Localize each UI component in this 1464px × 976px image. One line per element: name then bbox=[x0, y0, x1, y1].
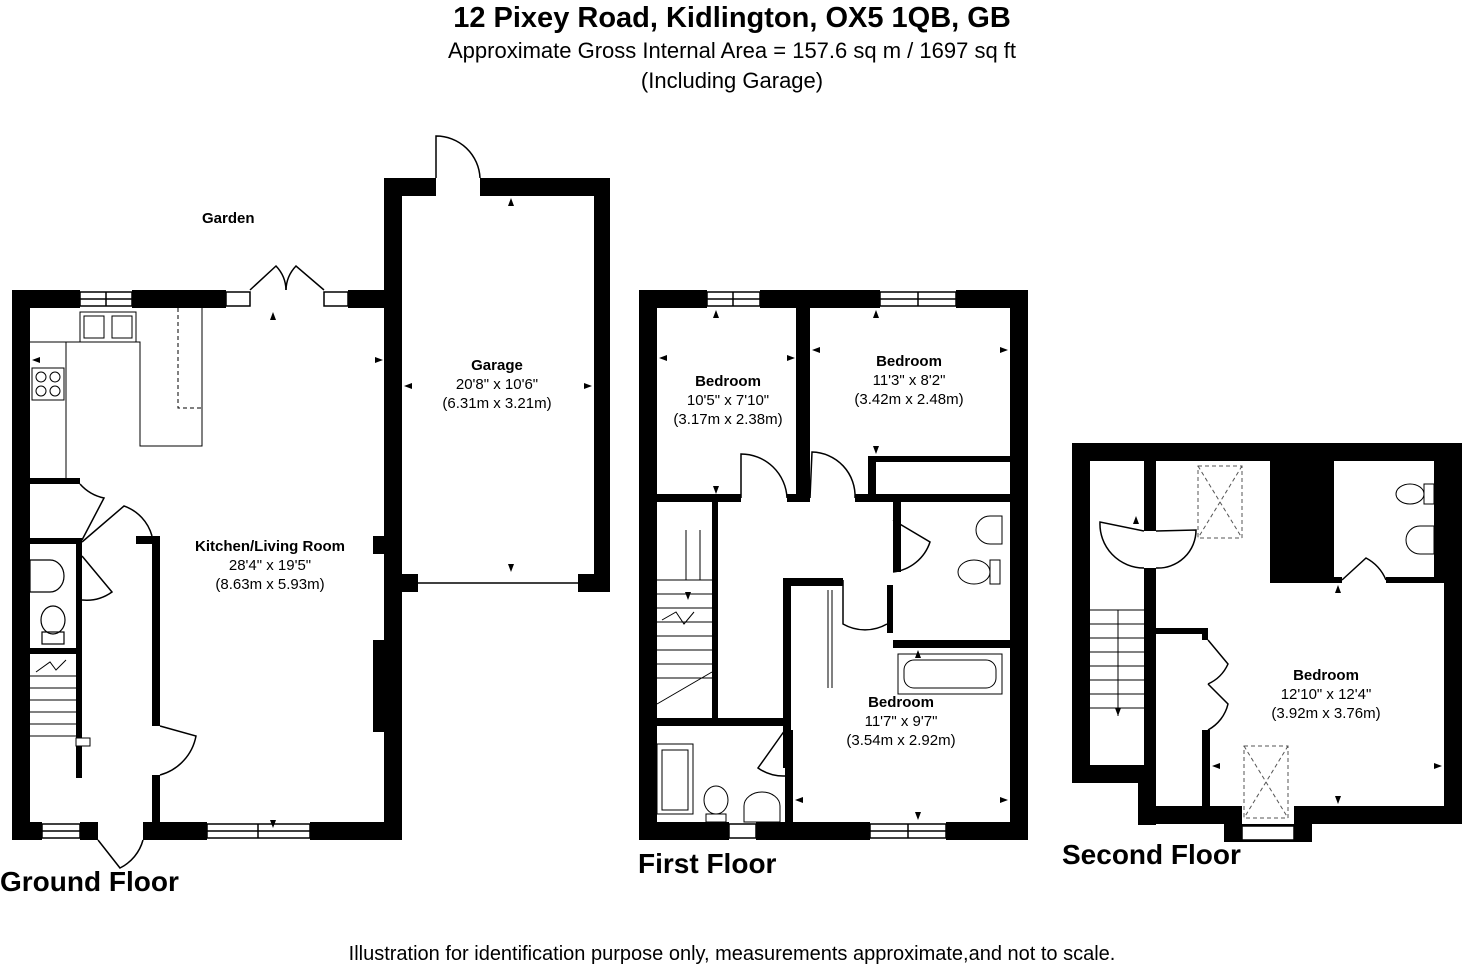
doors bbox=[79, 135, 1387, 869]
area-note: (Including Garage) bbox=[640, 68, 824, 93]
room-name: Garage bbox=[471, 357, 523, 374]
garden-label: Garden bbox=[202, 210, 255, 227]
ground-floor-walls bbox=[12, 290, 402, 840]
ground-floor-label: Ground Floor bbox=[0, 866, 179, 897]
garage-walls bbox=[384, 178, 610, 592]
room-dimensions-metric: (6.31m x 3.21m) bbox=[442, 395, 552, 412]
room-dimensions-imperial: 28'4" x 19'5" bbox=[228, 557, 312, 574]
room-dimensions-imperial: 12'10" x 12'4" bbox=[1280, 686, 1372, 703]
first-floor-label: First Floor bbox=[638, 848, 777, 879]
room-first-bedroom-3: Bedroom 11'7" x 9'7" (3.54m x 2.92m) bbox=[846, 693, 955, 750]
room-dimensions-metric: (3.54m x 2.92m) bbox=[846, 732, 956, 749]
room-dimensions-imperial: 20'8" x 10'6" bbox=[455, 376, 539, 393]
room-second-bedroom: Bedroom 12'10" x 12'4" (3.92m x 3.76m) bbox=[1271, 666, 1380, 723]
disclaimer: Illustration for identification purpose … bbox=[348, 943, 1116, 965]
room-dimensions-metric: (3.92m x 3.76m) bbox=[1271, 705, 1381, 722]
ground-stairs bbox=[30, 659, 91, 747]
plan-title: 12 Pixey Road, Kidlington, OX5 1QB, GB bbox=[453, 2, 1011, 34]
room-first-bedroom-1: Bedroom 10'5" x 7'10" (3.17m x 2.38m) bbox=[673, 372, 782, 429]
windows bbox=[41, 291, 1295, 841]
room-dimensions-imperial: 11'7" x 9'7" bbox=[864, 713, 938, 730]
room-first-bedroom-2: Bedroom 11'3" x 8'2" (3.42m x 2.48m) bbox=[854, 352, 963, 409]
room-name: Bedroom bbox=[695, 373, 761, 390]
room-dimensions-imperial: 10'5" x 7'10" bbox=[686, 392, 770, 409]
room-name: Bedroom bbox=[876, 353, 942, 370]
second-floor-fixtures bbox=[1090, 483, 1435, 716]
room-dimensions-metric: (8.63m x 5.93m) bbox=[215, 576, 325, 593]
room-kitchen-living: Kitchen/Living Room 28'4" x 19'5" (8.63m… bbox=[195, 537, 345, 594]
room-garage: Garage 20'8" x 10'6" (6.31m x 3.21m) bbox=[442, 356, 551, 413]
room-name: Kitchen/Living Room bbox=[195, 538, 345, 555]
first-floor-fixtures bbox=[656, 457, 1010, 823]
room-dimensions-imperial: 11'3" x 8'2" bbox=[872, 372, 946, 389]
gross-internal-area: Approximate Gross Internal Area = 157.6 … bbox=[447, 38, 1017, 63]
room-name: Bedroom bbox=[868, 694, 934, 711]
skylights bbox=[1197, 465, 1289, 819]
dimension-markers bbox=[32, 198, 1442, 828]
ground-wc-fixtures bbox=[29, 559, 66, 645]
room-name: Bedroom bbox=[1293, 667, 1359, 684]
second-floor-label: Second Floor bbox=[1062, 839, 1241, 870]
kitchen-units bbox=[30, 308, 203, 478]
first-floor-walls bbox=[639, 290, 1028, 840]
room-dimensions-metric: (3.17m x 2.38m) bbox=[673, 411, 783, 428]
room-dimensions-metric: (3.42m x 2.48m) bbox=[854, 391, 964, 408]
